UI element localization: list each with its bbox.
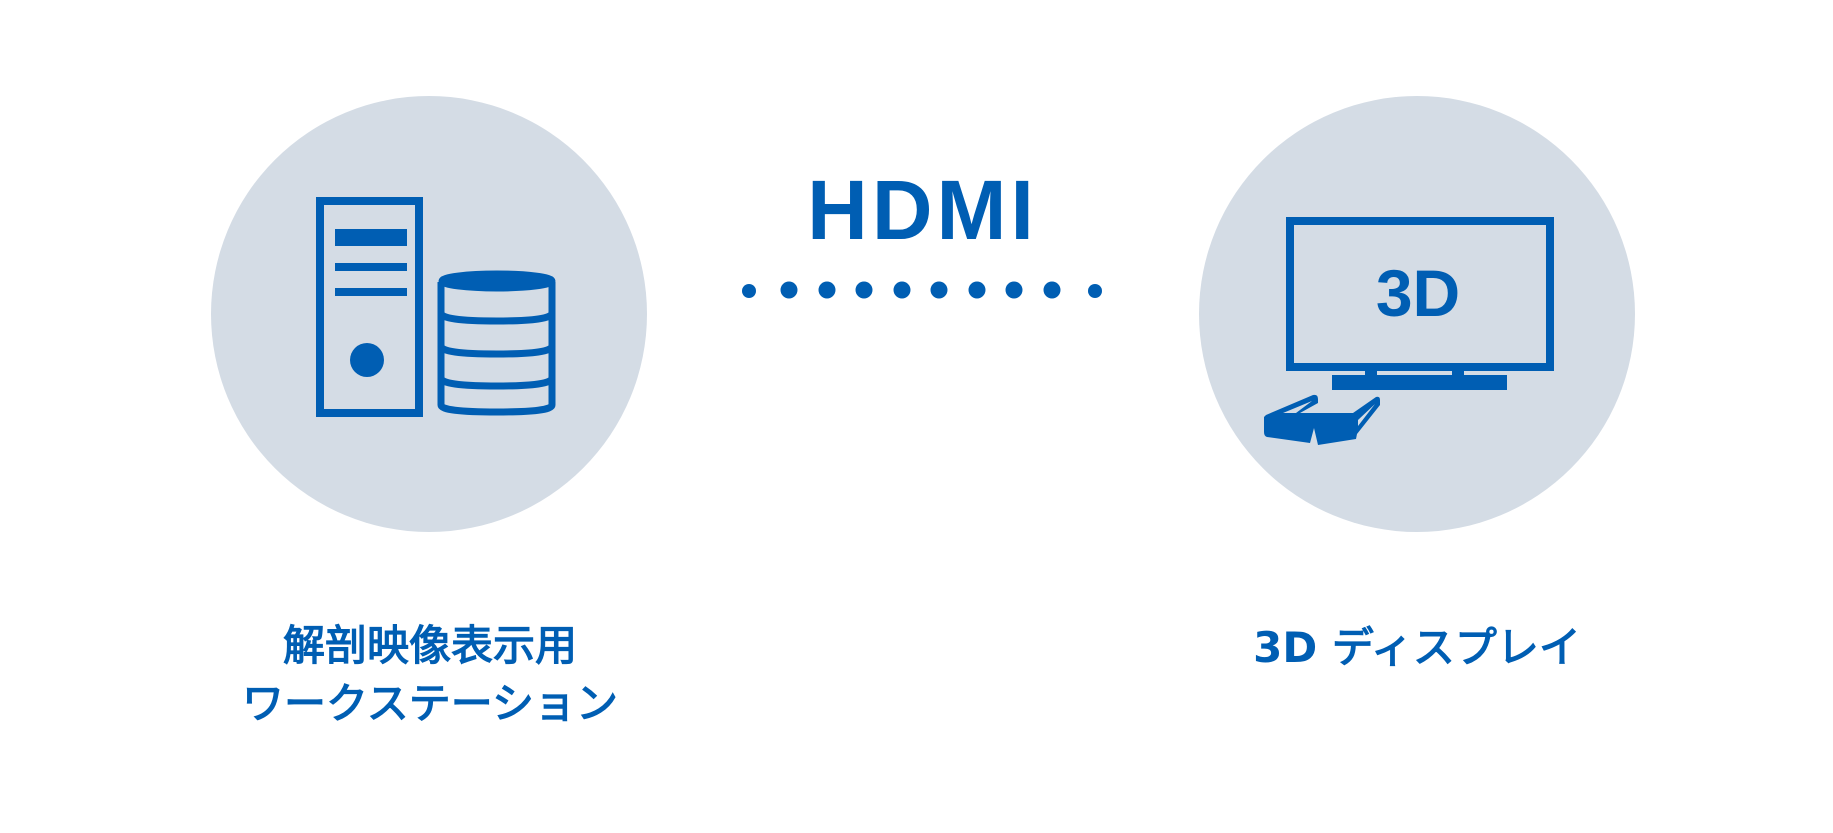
left-node-circle <box>211 96 647 532</box>
3d-monitor-icon: 3D <box>1286 217 1554 390</box>
left-node-label-line2: ワークステーション <box>242 679 618 728</box>
right-node-label: 3D ディスプレイ <box>1253 623 1581 672</box>
connection-dots <box>742 281 1102 299</box>
screen-3d-text: 3D <box>1376 256 1460 330</box>
database-icon <box>437 270 556 416</box>
hdmi-label: HDMI <box>807 163 1038 257</box>
left-node-label-line1: 解剖映像表示用 <box>282 621 577 670</box>
3d-glasses-icon <box>1264 394 1380 445</box>
monitor-stand <box>1332 375 1507 390</box>
tower-icon <box>316 197 423 417</box>
left-node-label: 解剖映像表示用 ワークステーション <box>180 617 680 733</box>
workstation-server-icon <box>316 197 423 417</box>
monitor-screen <box>1286 217 1554 371</box>
